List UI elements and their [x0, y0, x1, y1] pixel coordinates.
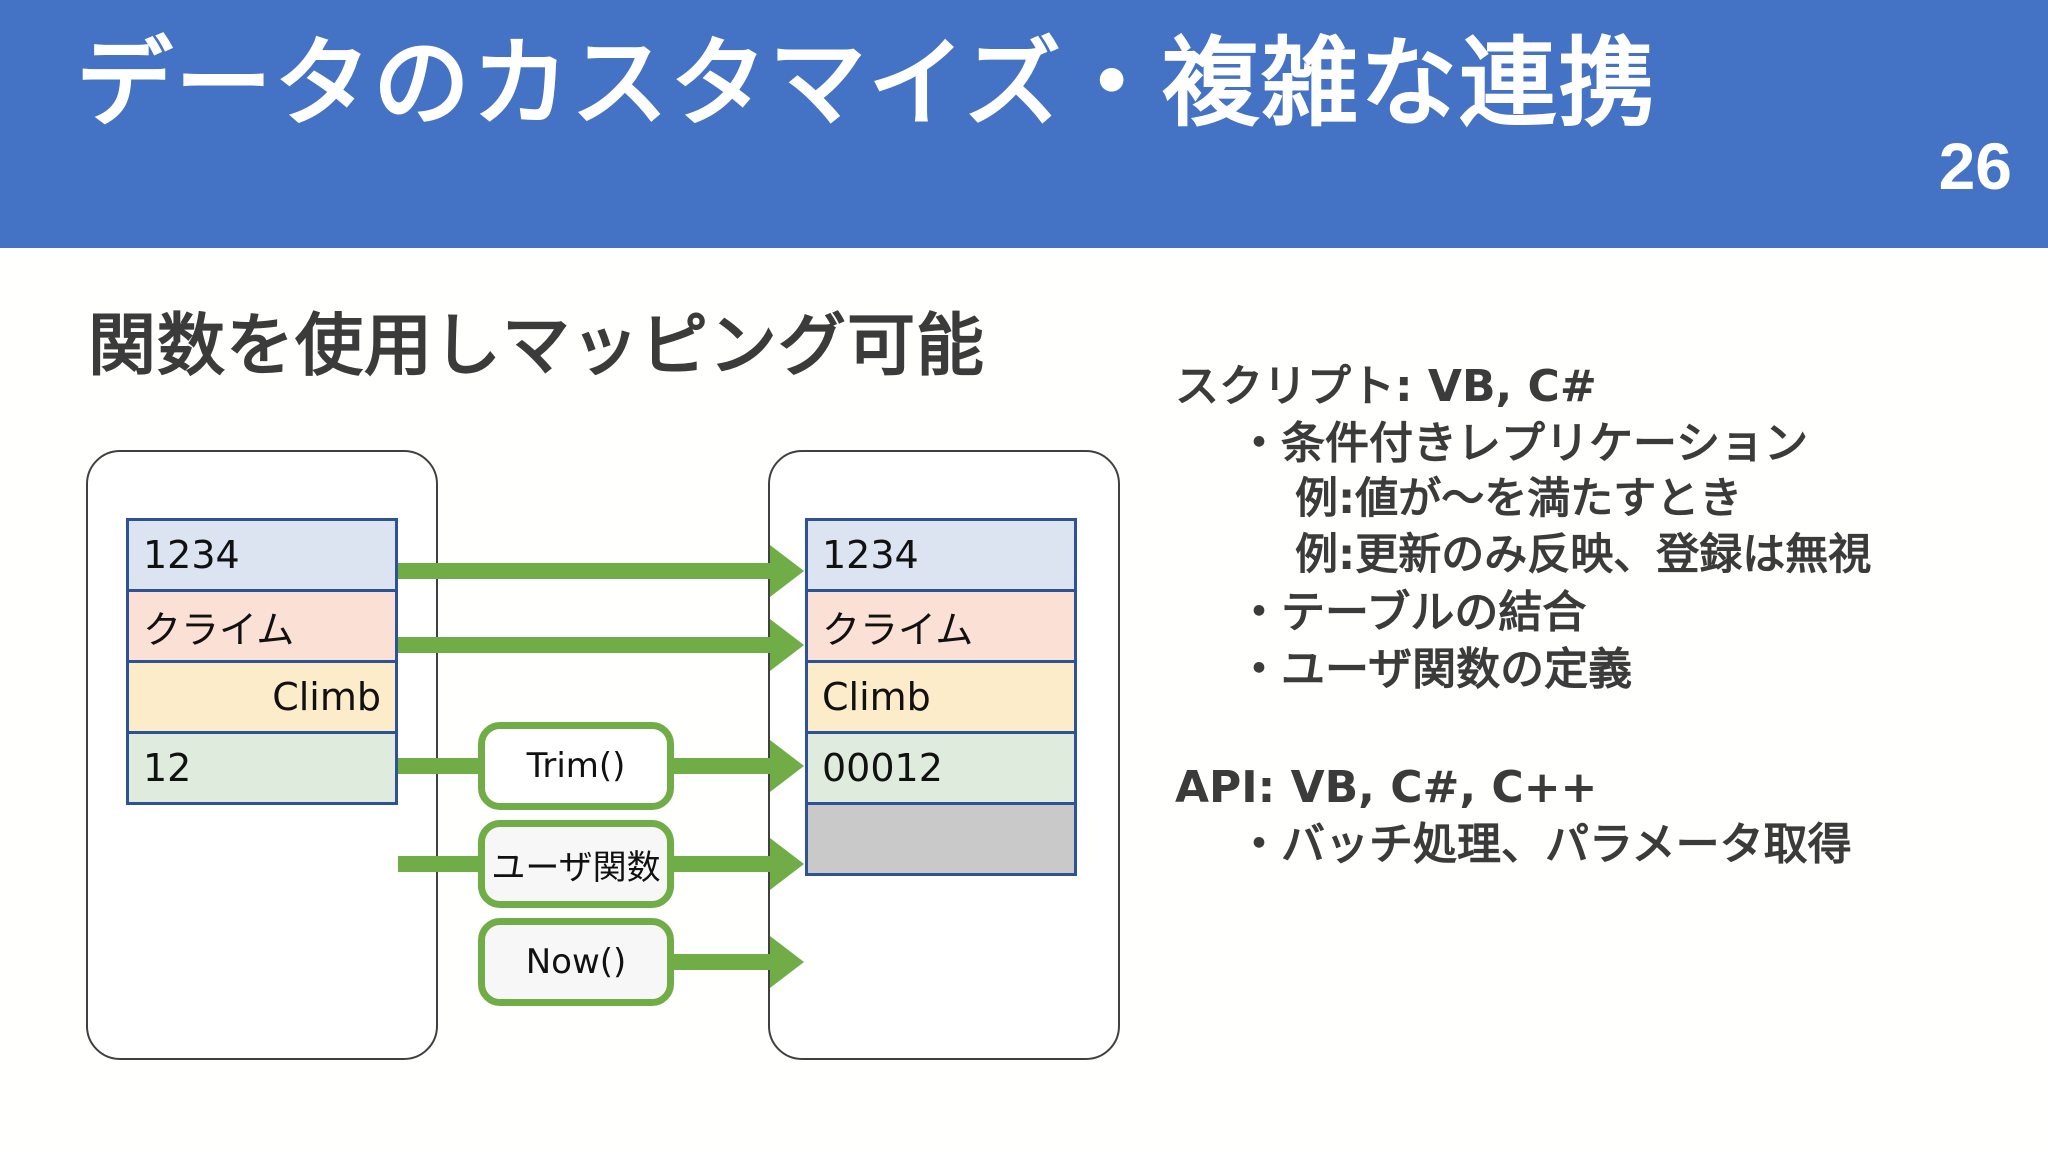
mapping-arrow-row3-in [398, 758, 484, 774]
slide-header: データのカスタマイズ・複雑な連携 26 [0, 0, 2048, 248]
mapping-arrow-row4-in [398, 856, 484, 872]
source-table: 1234 クライム Climb 12 [126, 518, 398, 805]
function-box-label: Now() [525, 942, 627, 982]
script-bullet-2: 例:値が～を満たすとき [1295, 474, 1743, 525]
notes-spacer [1175, 699, 2035, 759]
mapping-arrow-row3-out [668, 758, 778, 774]
mapping-arrowhead-row3 [770, 740, 804, 792]
script-bullet-5: ・ユーザ関数の定義 [1237, 644, 1633, 696]
script-bullet-1: ・条件付きレプリケーション [1237, 418, 1809, 470]
table-row: クライム [126, 589, 398, 663]
mapping-arrowhead-row2 [770, 619, 804, 671]
function-box-label: Trim() [526, 746, 626, 786]
page-number: 26 [1938, 129, 2012, 203]
table-row: Climb [126, 660, 398, 734]
notes-column: スクリプト: VB, C# ・条件付きレプリケーション 例:値が～を満たすとき … [1175, 358, 2035, 873]
section-heading: 関数を使用しマッピング可能 [88, 308, 986, 384]
table-row: 00012 [805, 731, 1077, 805]
api-section-heading: API: VB, C#, C++ [1175, 761, 1598, 813]
script-bullet-4: ・テーブルの結合 [1237, 587, 1587, 639]
table-row: Climb [805, 660, 1077, 734]
function-box-user-function[interactable]: ユーザ関数 [478, 820, 674, 908]
mapping-arrow-row1 [398, 563, 788, 579]
function-box-trim[interactable]: Trim() [478, 722, 674, 810]
table-row: 12 [126, 731, 398, 805]
table-row: 1234 [126, 518, 398, 592]
table-row: クライム [805, 589, 1077, 663]
page-title: データのカスタマイズ・複雑な連携 [76, 29, 1658, 138]
function-box-now[interactable]: Now() [478, 918, 674, 1006]
mapping-arrowhead-row1 [770, 545, 804, 597]
table-row-empty [805, 802, 1077, 876]
script-section-heading: スクリプト: VB, C# [1175, 361, 1597, 412]
mapping-arrowhead-row5 [770, 936, 804, 988]
api-bullet-1: ・バッチ処理、パラメータ取得 [1237, 818, 1852, 870]
mapping-arrow-row5-out [668, 954, 778, 970]
function-box-label: ユーザ関数 [491, 847, 661, 888]
table-row: 1234 [805, 518, 1077, 592]
mapping-arrow-row4-out [668, 856, 778, 872]
script-bullet-3: 例:更新のみ反映、登録は無視 [1295, 530, 1872, 581]
mapping-arrowhead-row4 [770, 838, 804, 890]
mapping-arrow-row2 [398, 637, 788, 653]
target-table: 1234 クライム Climb 00012 [805, 518, 1077, 876]
